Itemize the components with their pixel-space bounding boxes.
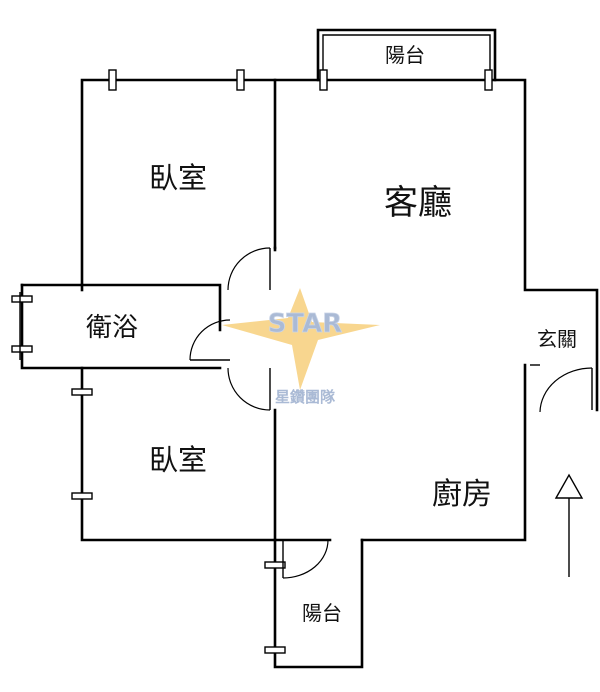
- star-logo-icon: [222, 288, 380, 390]
- room-label-entrance: 玄關: [537, 327, 577, 351]
- room-label-balcony-top: 陽台: [385, 43, 425, 67]
- watermark-logo-text: STAR: [268, 309, 343, 339]
- watermark-caption: 星鑽團隊: [275, 388, 336, 406]
- room-label-kitchen: 廚房: [432, 477, 492, 512]
- room-label-bedroom-top: 臥室: [149, 161, 207, 195]
- room-label-balcony-bottom: 陽台: [302, 601, 342, 625]
- window-markers: [11, 69, 493, 654]
- doors: [189, 247, 593, 579]
- balcony-top-outline: [316, 28, 497, 82]
- walls: [20, 78, 599, 669]
- room-label-bedroom-bottom: 臥室: [149, 443, 207, 477]
- up-arrow-icon: [554, 473, 584, 577]
- watermark-logo: STAR 星鑽團隊: [222, 288, 380, 406]
- room-label-living-room: 客廳: [384, 183, 452, 223]
- room-label-bathroom: 衛浴: [86, 313, 138, 343]
